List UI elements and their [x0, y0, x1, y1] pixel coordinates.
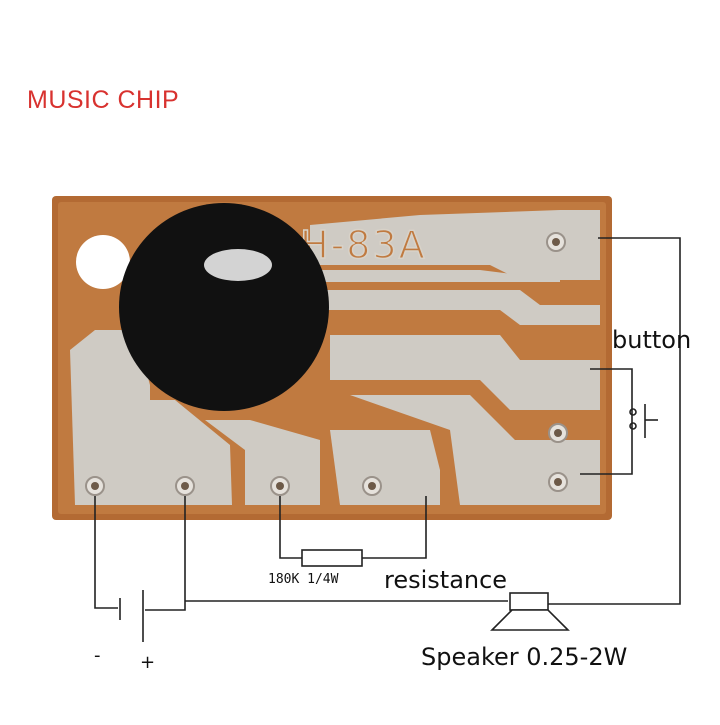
solder-pads [85, 232, 568, 496]
resistor-symbol [301, 549, 363, 567]
button-label: button [612, 326, 692, 354]
button-leads [580, 368, 633, 475]
chip-highlight [204, 249, 272, 281]
wire-positive [145, 496, 186, 611]
wiring [94, 237, 681, 642]
chip-blob [119, 203, 329, 411]
battery-positive-label: + [140, 652, 156, 673]
resistor-value-label: 180K 1/4W [268, 572, 339, 587]
wire-negative [94, 496, 118, 609]
button-symbol [629, 404, 658, 438]
copper-traces [70, 210, 600, 505]
page-title: MUSIC CHIP [27, 86, 180, 114]
battery-negative-label: - [94, 645, 101, 666]
wire-speaker-return [548, 237, 681, 605]
resistor-lead-right [362, 496, 427, 559]
mounting-hole [76, 235, 130, 289]
board-marking: H-83A [300, 223, 427, 267]
speaker-symbol [490, 592, 570, 631]
pcb-board: H-83A [52, 196, 612, 520]
speaker-label: Speaker 0.25-2W [421, 643, 628, 671]
resistor-label: resistance [384, 566, 508, 594]
resistor-lead-left [279, 496, 302, 559]
